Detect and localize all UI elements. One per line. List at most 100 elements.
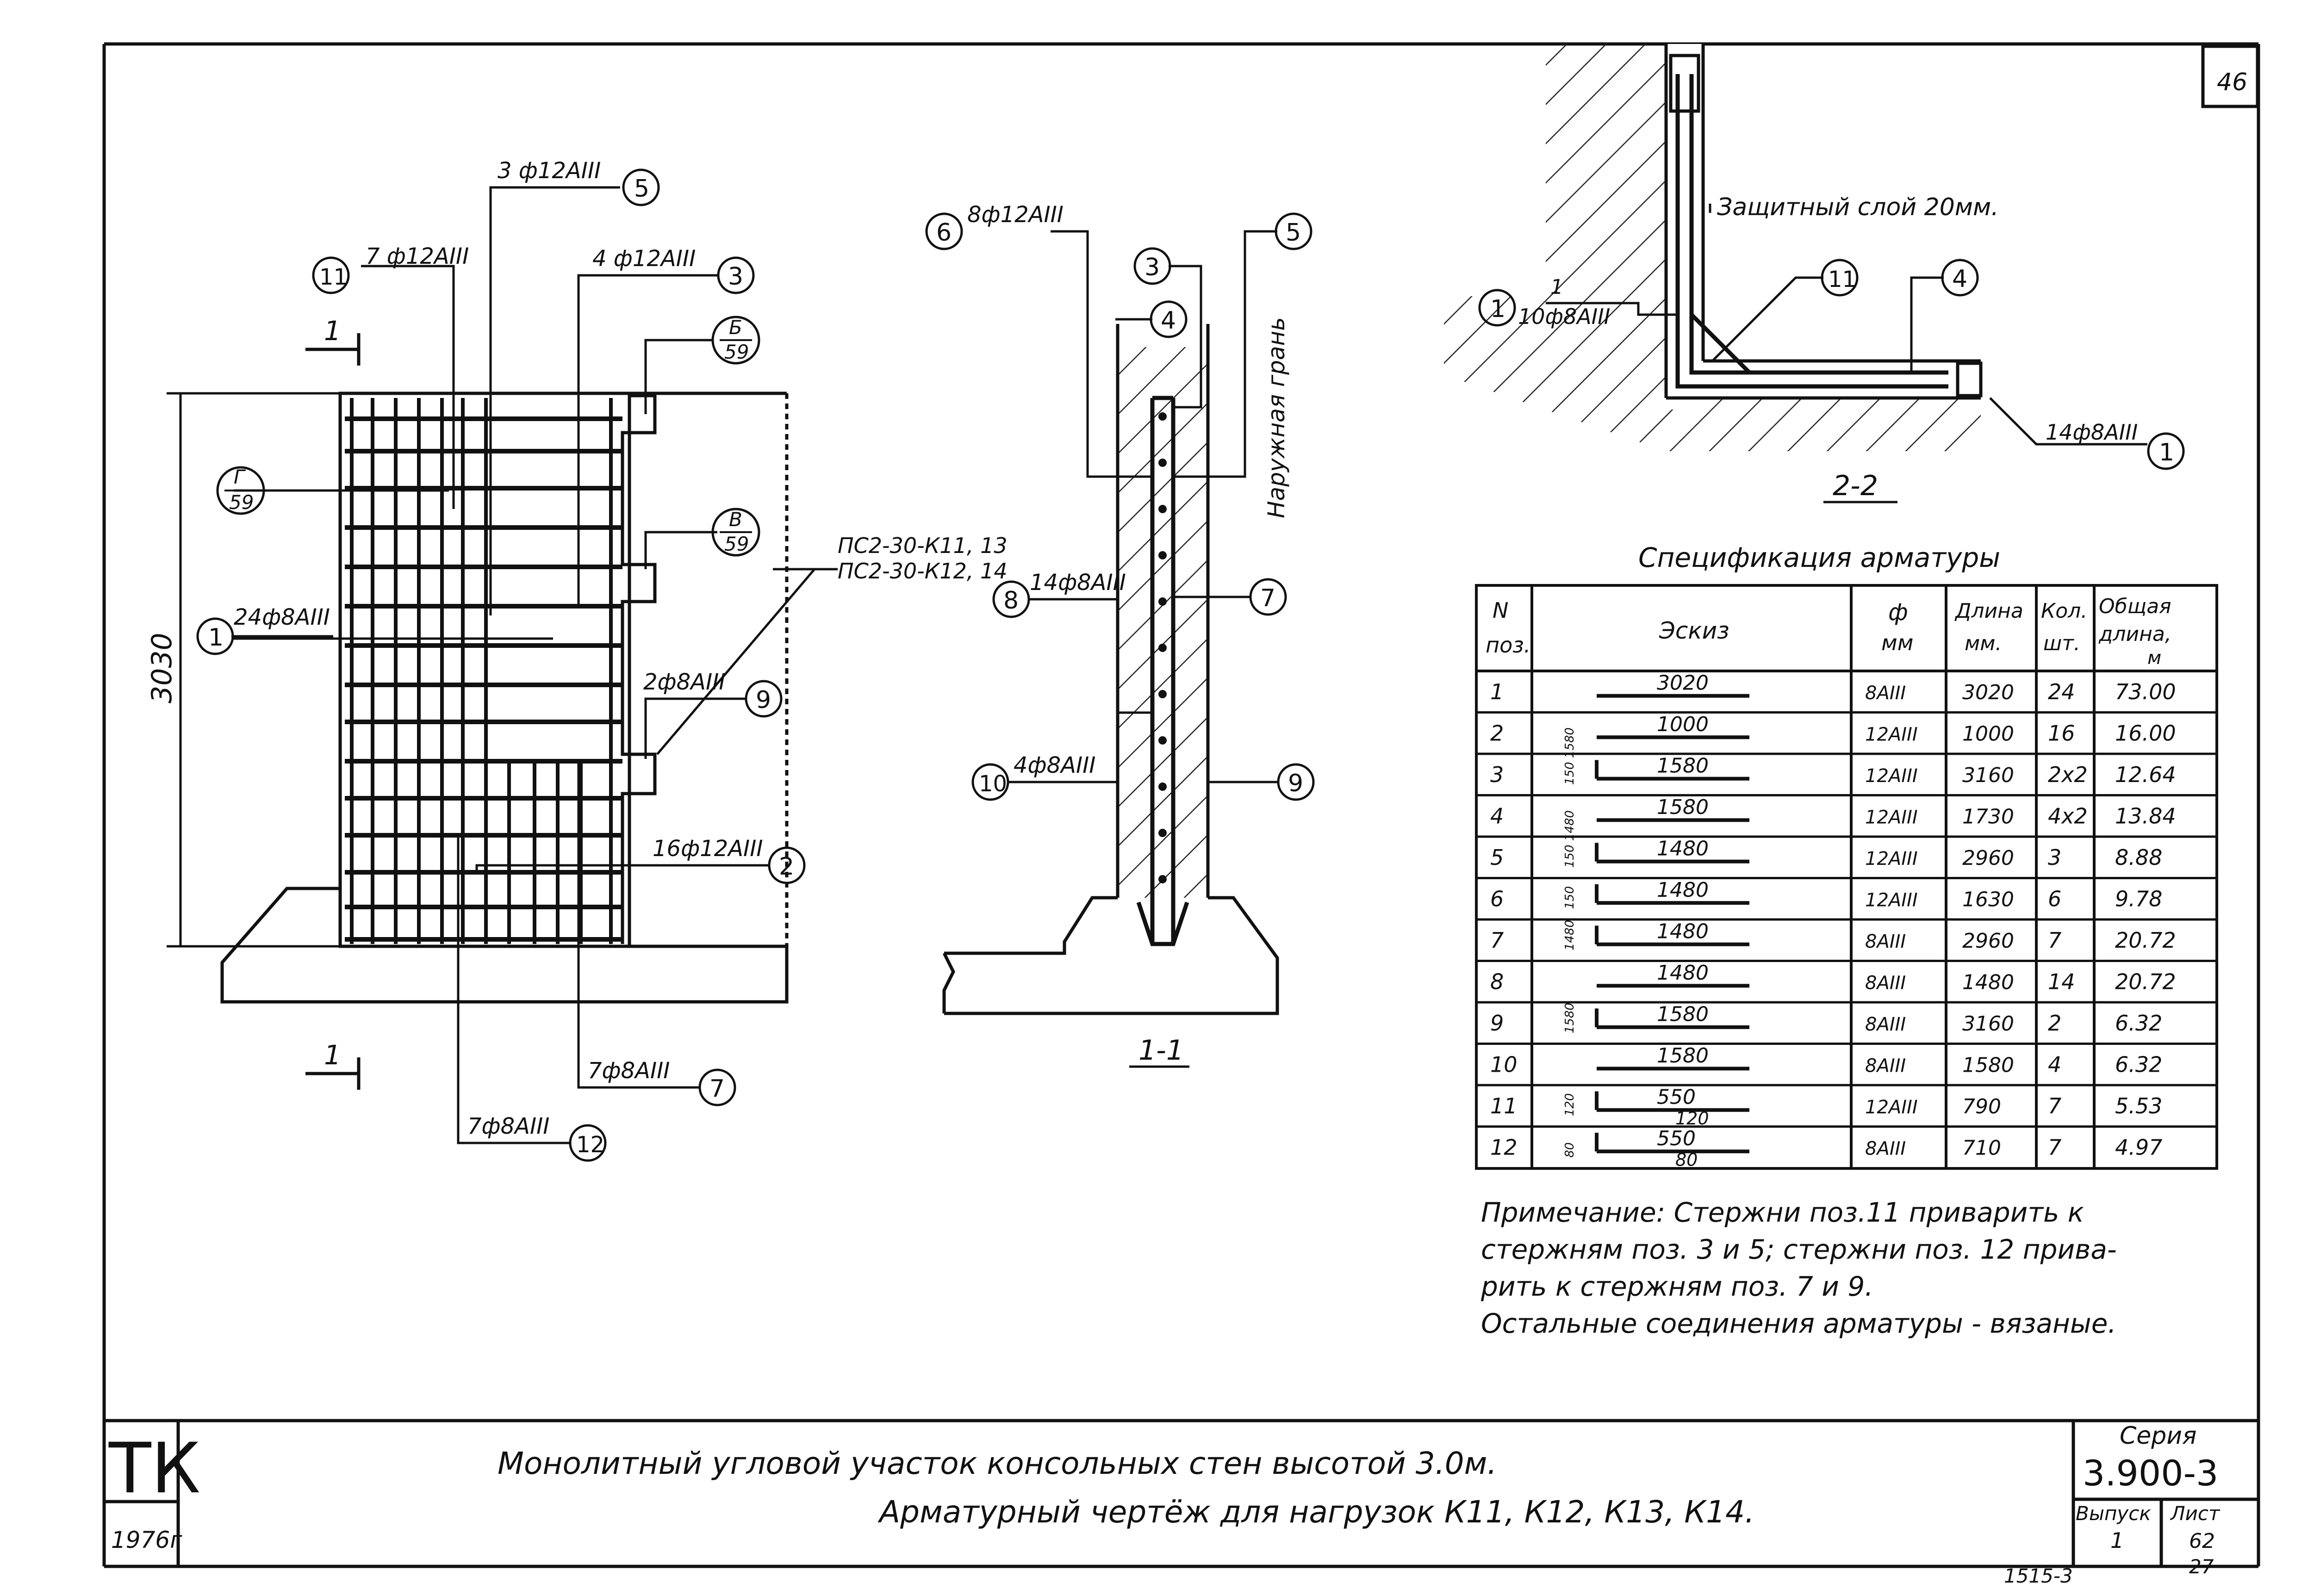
spec-diameter: 12АIII bbox=[1865, 848, 1918, 869]
s11-callout-8: 8 14ф8АIII bbox=[992, 570, 1126, 618]
spec-total: 8.88 bbox=[2115, 845, 2162, 870]
s11-callout-3: 3 bbox=[1133, 247, 1171, 285]
svg-text:7ф8АIII: 7ф8АIII bbox=[588, 1058, 670, 1084]
spec-total: 20.72 bbox=[2115, 969, 2176, 994]
spec-sketch-length: 3020 bbox=[1657, 671, 1709, 695]
svg-text:5: 5 bbox=[634, 175, 649, 203]
spec-diameter: 12АIII bbox=[1865, 765, 1918, 787]
spec-qty: 2х2 bbox=[2048, 762, 2088, 787]
s22-callout-1-left: 1 1 10ф8АIII bbox=[1478, 275, 1610, 329]
hdr-dia-1: ф bbox=[1888, 599, 1908, 626]
spec-total: 4.97 bbox=[2115, 1135, 2162, 1160]
spec-diameter: 8АIII bbox=[1865, 931, 1906, 952]
svg-text:16ф12АIII: 16ф12АIII bbox=[653, 836, 763, 862]
height-dimension bbox=[167, 392, 340, 948]
spec-sketch-length: 1580 bbox=[1657, 1044, 1709, 1068]
spec-diameter: 8АIII bbox=[1865, 1014, 1906, 1035]
svg-text:11: 11 bbox=[319, 264, 348, 290]
svg-text:7: 7 bbox=[709, 1075, 725, 1103]
spec-total: 73.00 bbox=[2115, 679, 2176, 704]
svg-text:4ф8АIII: 4ф8АIII bbox=[1014, 752, 1095, 778]
series-value: 3.900-3 bbox=[2083, 1453, 2218, 1494]
cut-label-bottom: 1 bbox=[324, 1039, 341, 1071]
svg-text:9: 9 bbox=[1288, 770, 1303, 797]
sheet-year: 1976г bbox=[111, 1527, 182, 1553]
spec-qty: 7 bbox=[2048, 928, 2061, 953]
spec-pos: 11 bbox=[1490, 1093, 1518, 1118]
spec-qty: 6 bbox=[2048, 886, 2061, 911]
front-view: 3030 1 1 bbox=[146, 158, 1008, 1162]
horizontal-bars bbox=[345, 416, 622, 942]
spec-sketch-bend: 150 1580 bbox=[1563, 727, 1577, 785]
s22-callout-4: 4 bbox=[1941, 259, 1979, 297]
spec-sketch-length: 1580 bbox=[1657, 1002, 1709, 1026]
spec-sketch-bend: 120 bbox=[1563, 1093, 1577, 1116]
spec-qty: 7 bbox=[2048, 1093, 2061, 1118]
spec-length: 1580 bbox=[1962, 1053, 2014, 1077]
svg-text:3 ф12АIII: 3 ф12АIII bbox=[498, 158, 601, 184]
svg-text:59: 59 bbox=[724, 533, 749, 555]
s11-callout-7: 7 bbox=[1249, 578, 1287, 616]
spec-pos: 10 bbox=[1490, 1052, 1518, 1077]
note-line-2: стержням поз. 3 и 5; стержни поз. 12 при… bbox=[1481, 1234, 2117, 1265]
cut-label-top: 1 bbox=[324, 315, 341, 347]
cut-marker-bottom bbox=[305, 1057, 361, 1090]
spec-length: 710 bbox=[1962, 1136, 2001, 1160]
s22-callout-1-right: 1 14ф8АIII bbox=[2046, 420, 2185, 470]
svg-text:9: 9 bbox=[756, 686, 771, 714]
mesh-label-1: ПС2-30-К11, 13 bbox=[838, 533, 1008, 558]
spec-sketch-sub: 80 bbox=[1675, 1150, 1698, 1170]
spec-sketch-length: 1580 bbox=[1657, 754, 1709, 777]
spec-total: 9.78 bbox=[2115, 886, 2162, 911]
s11-callout-5: 5 bbox=[1275, 212, 1313, 250]
svg-text:14ф8АIII: 14ф8АIII bbox=[2046, 420, 2138, 445]
spec-sketch-length: 1480 bbox=[1657, 961, 1709, 985]
svg-text:1: 1 bbox=[208, 624, 224, 652]
spec-sketch-length: 550 bbox=[1657, 1127, 1696, 1150]
spec-qty: 2 bbox=[2048, 1011, 2061, 1036]
spec-length: 1630 bbox=[1962, 888, 2014, 911]
spec-diameter: 12АIII bbox=[1865, 1097, 1918, 1118]
callout-2: 2 16ф12АIII bbox=[653, 836, 806, 884]
section-2-2-label: 2-2 bbox=[1833, 470, 1878, 502]
spec-pos: 3 bbox=[1490, 762, 1504, 787]
callout-b59: Б 59 bbox=[711, 316, 760, 365]
svg-text:24ф8АIII: 24ф8АIII bbox=[234, 604, 330, 630]
spec-diameter: 12АIII bbox=[1865, 807, 1918, 828]
title-block bbox=[104, 1419, 2258, 1566]
spec-sketch-length: 550 bbox=[1657, 1085, 1696, 1109]
hdr-len-2: мм. bbox=[1965, 632, 2002, 655]
sheet-value: 62 bbox=[2189, 1529, 2215, 1553]
section-1-1-label: 1-1 bbox=[1138, 1034, 1184, 1067]
spec-sketch-bend: 150 bbox=[1563, 886, 1577, 909]
section-1-1: 6 8ф12АIII 3 5 4 8 14ф8АIII 7 10 4ф8АIII bbox=[925, 202, 1315, 1068]
spec-qty: 4 bbox=[2048, 1052, 2061, 1077]
spec-diameter: 8АIII bbox=[1865, 972, 1906, 994]
spec-diameter: 12АIII bbox=[1865, 724, 1918, 745]
spec-sketch-length: 1480 bbox=[1657, 878, 1709, 902]
callout-5: 5 3 ф12АIII bbox=[498, 158, 660, 206]
wall-outline bbox=[220, 391, 789, 1004]
svg-text:10: 10 bbox=[979, 771, 1007, 797]
spec-sketch-length: 1480 bbox=[1657, 837, 1709, 860]
spec-total: 12.64 bbox=[2115, 762, 2176, 787]
spec-pos: 9 bbox=[1490, 1011, 1504, 1036]
title-line-1: Монолитный угловой участок консольных ст… bbox=[498, 1446, 1497, 1481]
spec-length: 2960 bbox=[1962, 846, 2014, 870]
s11-callout-9: 9 bbox=[1277, 763, 1315, 801]
outer-face-label: Наружная грань bbox=[1263, 317, 1290, 518]
s11-callout-10: 10 4ф8АIII bbox=[971, 752, 1095, 801]
spec-pos: 7 bbox=[1490, 928, 1504, 953]
svg-text:7ф8АIII: 7ф8АIII bbox=[467, 1113, 549, 1139]
s11-callout-6: 6 8ф12АIII bbox=[925, 202, 1064, 250]
svg-text:59: 59 bbox=[724, 341, 749, 363]
hdr-pos-1: N bbox=[1493, 598, 1508, 623]
vertical-bars bbox=[350, 398, 613, 944]
spec-length: 2960 bbox=[1962, 929, 2014, 953]
front-leaders bbox=[231, 186, 838, 1144]
svg-text:Б: Б bbox=[729, 316, 742, 339]
spec-diameter: 8АIII bbox=[1865, 683, 1906, 704]
cover-note: Защитный слой 20мм. bbox=[1717, 193, 1999, 221]
